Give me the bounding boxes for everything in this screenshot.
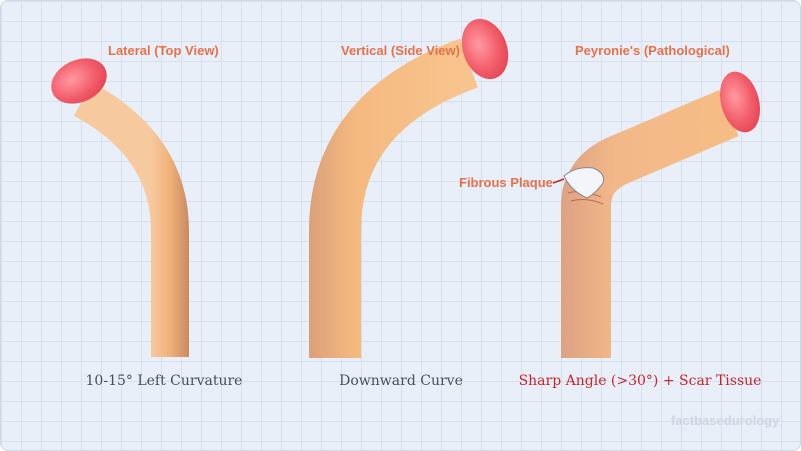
- caption-vertical: Downward Curve: [339, 373, 463, 389]
- panel-title-vertical: Vertical (Side View): [341, 43, 460, 58]
- caption-lateral: 10-15° Left Curvature: [85, 373, 243, 389]
- fibrous-plaque: [563, 167, 604, 199]
- panel-title-lateral: Lateral (Top View): [108, 43, 219, 58]
- glans: [51, 58, 107, 104]
- glans: [719, 71, 761, 133]
- glans: [461, 18, 509, 80]
- panel-title-peyronie: Peyronie's (Pathological): [575, 43, 730, 58]
- caption-peyronie: Sharp Angle (>30°) + Scar Tissue: [518, 373, 762, 389]
- lateral-shaft: [51, 58, 189, 357]
- plaque-pointer: [552, 178, 565, 184]
- scar-line: [570, 199, 604, 205]
- vertical-shaft: [309, 18, 509, 358]
- watermark: factbasedurology: [671, 413, 780, 428]
- fibrous-plaque-label: Fibrous Plaque: [459, 175, 553, 190]
- peyronie-shaft: [552, 71, 761, 358]
